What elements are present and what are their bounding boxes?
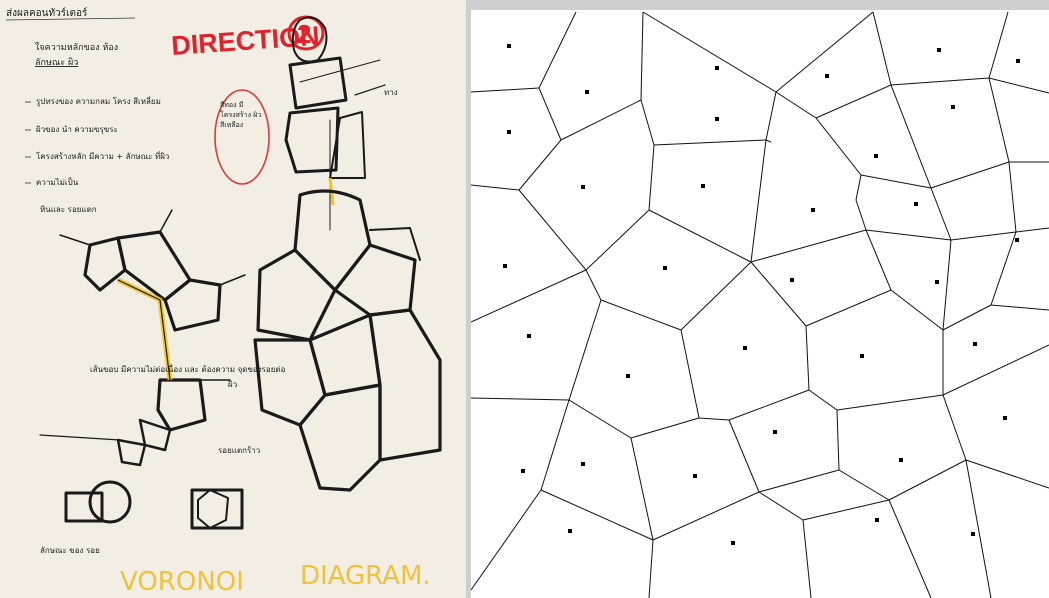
voronoi-edges — [471, 12, 1049, 598]
site-point — [585, 90, 589, 94]
top-border — [471, 0, 1049, 10]
site-point — [914, 202, 918, 206]
site-point — [581, 462, 585, 466]
site-point — [825, 74, 829, 78]
site-point — [568, 529, 572, 533]
circled-note: สีทอง มีโครงสร้าง ผิว สีเหลือง — [220, 100, 266, 130]
site-point — [701, 184, 705, 188]
site-point — [715, 66, 719, 70]
direction-number: 2 — [297, 19, 311, 49]
header-scribble: ส่งผลคอนทัวร์เตอร์ — [6, 7, 88, 19]
bottom-shapes — [66, 482, 242, 528]
bullet-4: ความไม่เป็น — [36, 177, 79, 187]
site-point — [507, 44, 511, 48]
site-point — [899, 458, 903, 462]
site-point — [503, 264, 507, 268]
site-point — [937, 48, 941, 52]
site-point — [521, 469, 525, 473]
site-point — [951, 105, 955, 109]
site-point — [743, 346, 747, 350]
voronoi-sketch-drawing: ส่งผลคอนทัวร์เตอร์ ใจความหลักของ ห้อง ลั… — [0, 0, 466, 598]
site-point — [1003, 416, 1007, 420]
site-point — [971, 532, 975, 536]
site-point — [507, 130, 511, 134]
hand-sketch-panel: ส่งผลคอนทัวร์เตอร์ ใจความหลักของ ห้อง ลั… — [0, 0, 466, 598]
notes-heading: ใจความหลักของ ห้อง — [35, 42, 118, 53]
site-point — [581, 185, 585, 189]
voronoi-sites — [503, 44, 1020, 545]
site-point — [811, 208, 815, 212]
site-point — [973, 342, 977, 346]
footer-title-voronoi: VORONOI — [120, 567, 244, 597]
bottom-right-label: รอยแตกร้าว — [218, 446, 260, 455]
voronoi-diagram-panel — [471, 0, 1049, 598]
left-cell-cluster — [40, 210, 245, 465]
notes-subheading: ลักษณะ ผิว — [35, 57, 78, 68]
footer-title-diagram: DIAGRAM. — [300, 561, 431, 591]
site-point — [663, 266, 667, 270]
site-point — [773, 430, 777, 434]
site-point — [935, 280, 939, 284]
site-point — [527, 334, 531, 338]
site-point — [715, 117, 719, 121]
site-point — [860, 354, 864, 358]
sketch-label-2: หินและ รอยแตก — [40, 205, 97, 214]
bullet-1: รูปทรงของ ความกลม โครง สีเหลี่ยม — [36, 95, 161, 107]
site-point — [790, 278, 794, 282]
bullet-2: ผิวของ นำ ความขรุขระ — [36, 125, 118, 134]
site-point — [626, 374, 630, 378]
right-cell-cluster — [255, 191, 440, 490]
site-point — [1016, 59, 1020, 63]
site-point — [731, 541, 735, 545]
voronoi-diagram — [471, 0, 1049, 598]
direction-title: DIRECTION 2 — [170, 17, 323, 61]
site-point — [693, 474, 697, 478]
notes-bullets: รูปทรงของ ความกลม โครง สีเหลี่ยม ผิวของ … — [25, 95, 169, 187]
site-point — [874, 154, 878, 158]
site-point — [875, 518, 879, 522]
site-point — [1015, 238, 1019, 242]
mid-label: ผิว — [228, 380, 238, 389]
bullet-3: โครงสร้างหลัก มีความ + ลักษณะ ที่ผิว — [36, 150, 169, 161]
arrow-label-top: ทาง — [384, 88, 398, 97]
bottom-left-label: ลักษณะ ของ รอย — [40, 546, 100, 555]
